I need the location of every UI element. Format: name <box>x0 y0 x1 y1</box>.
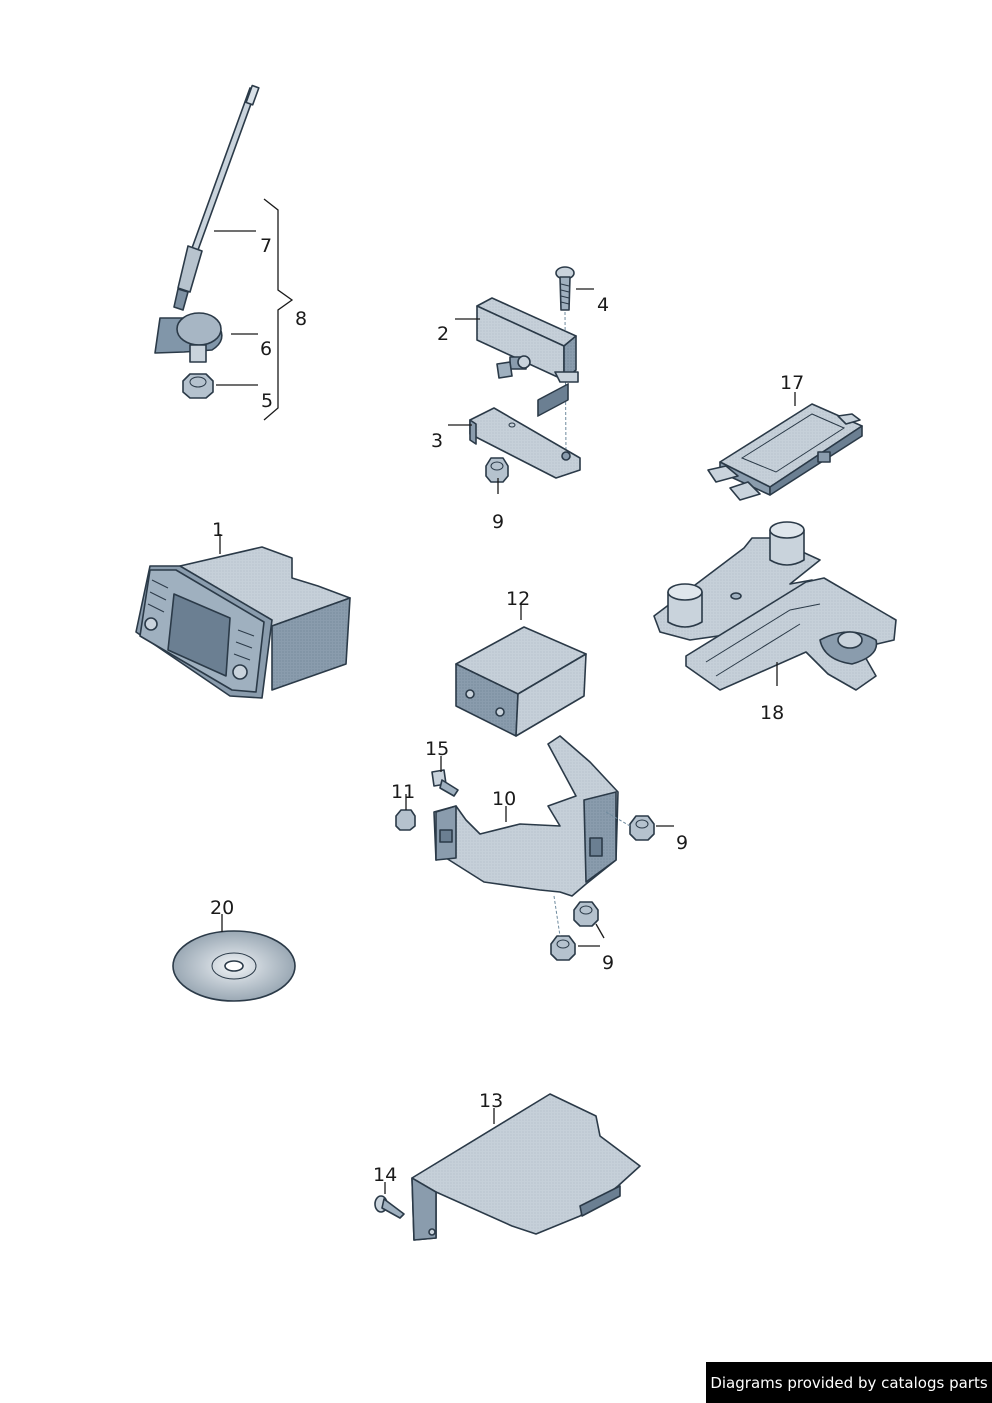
control-unit-17: 17 <box>707 372 863 501</box>
callout-10: 10 <box>492 788 516 810</box>
cover-plate-13 <box>411 1093 641 1241</box>
nut-11 <box>395 809 416 831</box>
callout-11: 11 <box>391 781 415 803</box>
callout-2: 2 <box>437 323 449 345</box>
holder-group: 15 11 10 9 9 <box>391 735 688 974</box>
mounting-frame-18: 18 <box>653 521 897 724</box>
holder-bracket-10 <box>433 735 619 897</box>
callout-5: 5 <box>261 390 273 412</box>
control-module-group: 2 3 4 9 <box>431 266 609 533</box>
screw-14 <box>374 1195 405 1219</box>
nut-9-lower-a <box>573 901 599 927</box>
antenna-base-sleeve <box>177 245 203 293</box>
radio-navigation-unit-1: 1 <box>135 519 351 699</box>
callout-20: 20 <box>210 897 234 919</box>
module-box-12: 12 <box>455 383 587 737</box>
nut-9-right <box>629 815 655 841</box>
antenna-foot-stud <box>189 344 207 363</box>
nut-9-upper <box>485 457 509 483</box>
callout-1: 1 <box>212 519 224 541</box>
callout-9-lower: 9 <box>602 952 614 974</box>
mounting-bracket-3 <box>469 407 581 479</box>
antenna-nut <box>182 373 214 399</box>
nut-9-lower-b <box>550 935 576 961</box>
antenna-assembly: 7 6 5 8 <box>154 84 307 421</box>
callout-3: 3 <box>431 430 443 452</box>
antenna-thread <box>173 288 189 311</box>
antenna-foot-top <box>176 312 222 346</box>
callout-12: 12 <box>506 588 530 610</box>
callout-18: 18 <box>760 702 784 724</box>
bolt-15 <box>431 769 459 797</box>
callout-8-brace <box>263 198 294 421</box>
credit-footer: Diagrams provided by catalogs parts <box>706 1362 992 1403</box>
callout-6: 6 <box>260 338 272 360</box>
screw-4 <box>555 266 575 311</box>
callout-4: 4 <box>597 294 609 316</box>
callout-7: 7 <box>260 235 272 257</box>
cd-disc-20: 20 <box>172 897 296 1002</box>
callout-14: 14 <box>373 1164 397 1186</box>
callout-9-upper: 9 <box>492 511 504 533</box>
callout-15: 15 <box>425 738 449 760</box>
antenna-rod <box>191 87 257 251</box>
callout-9-right: 9 <box>676 832 688 854</box>
cover-13-group: 13 14 <box>373 1090 641 1241</box>
callout-8: 8 <box>295 308 307 330</box>
control-module-2 <box>476 297 579 383</box>
callout-17: 17 <box>780 372 804 394</box>
antenna-tip <box>245 84 260 106</box>
callout-13: 13 <box>479 1090 503 1112</box>
